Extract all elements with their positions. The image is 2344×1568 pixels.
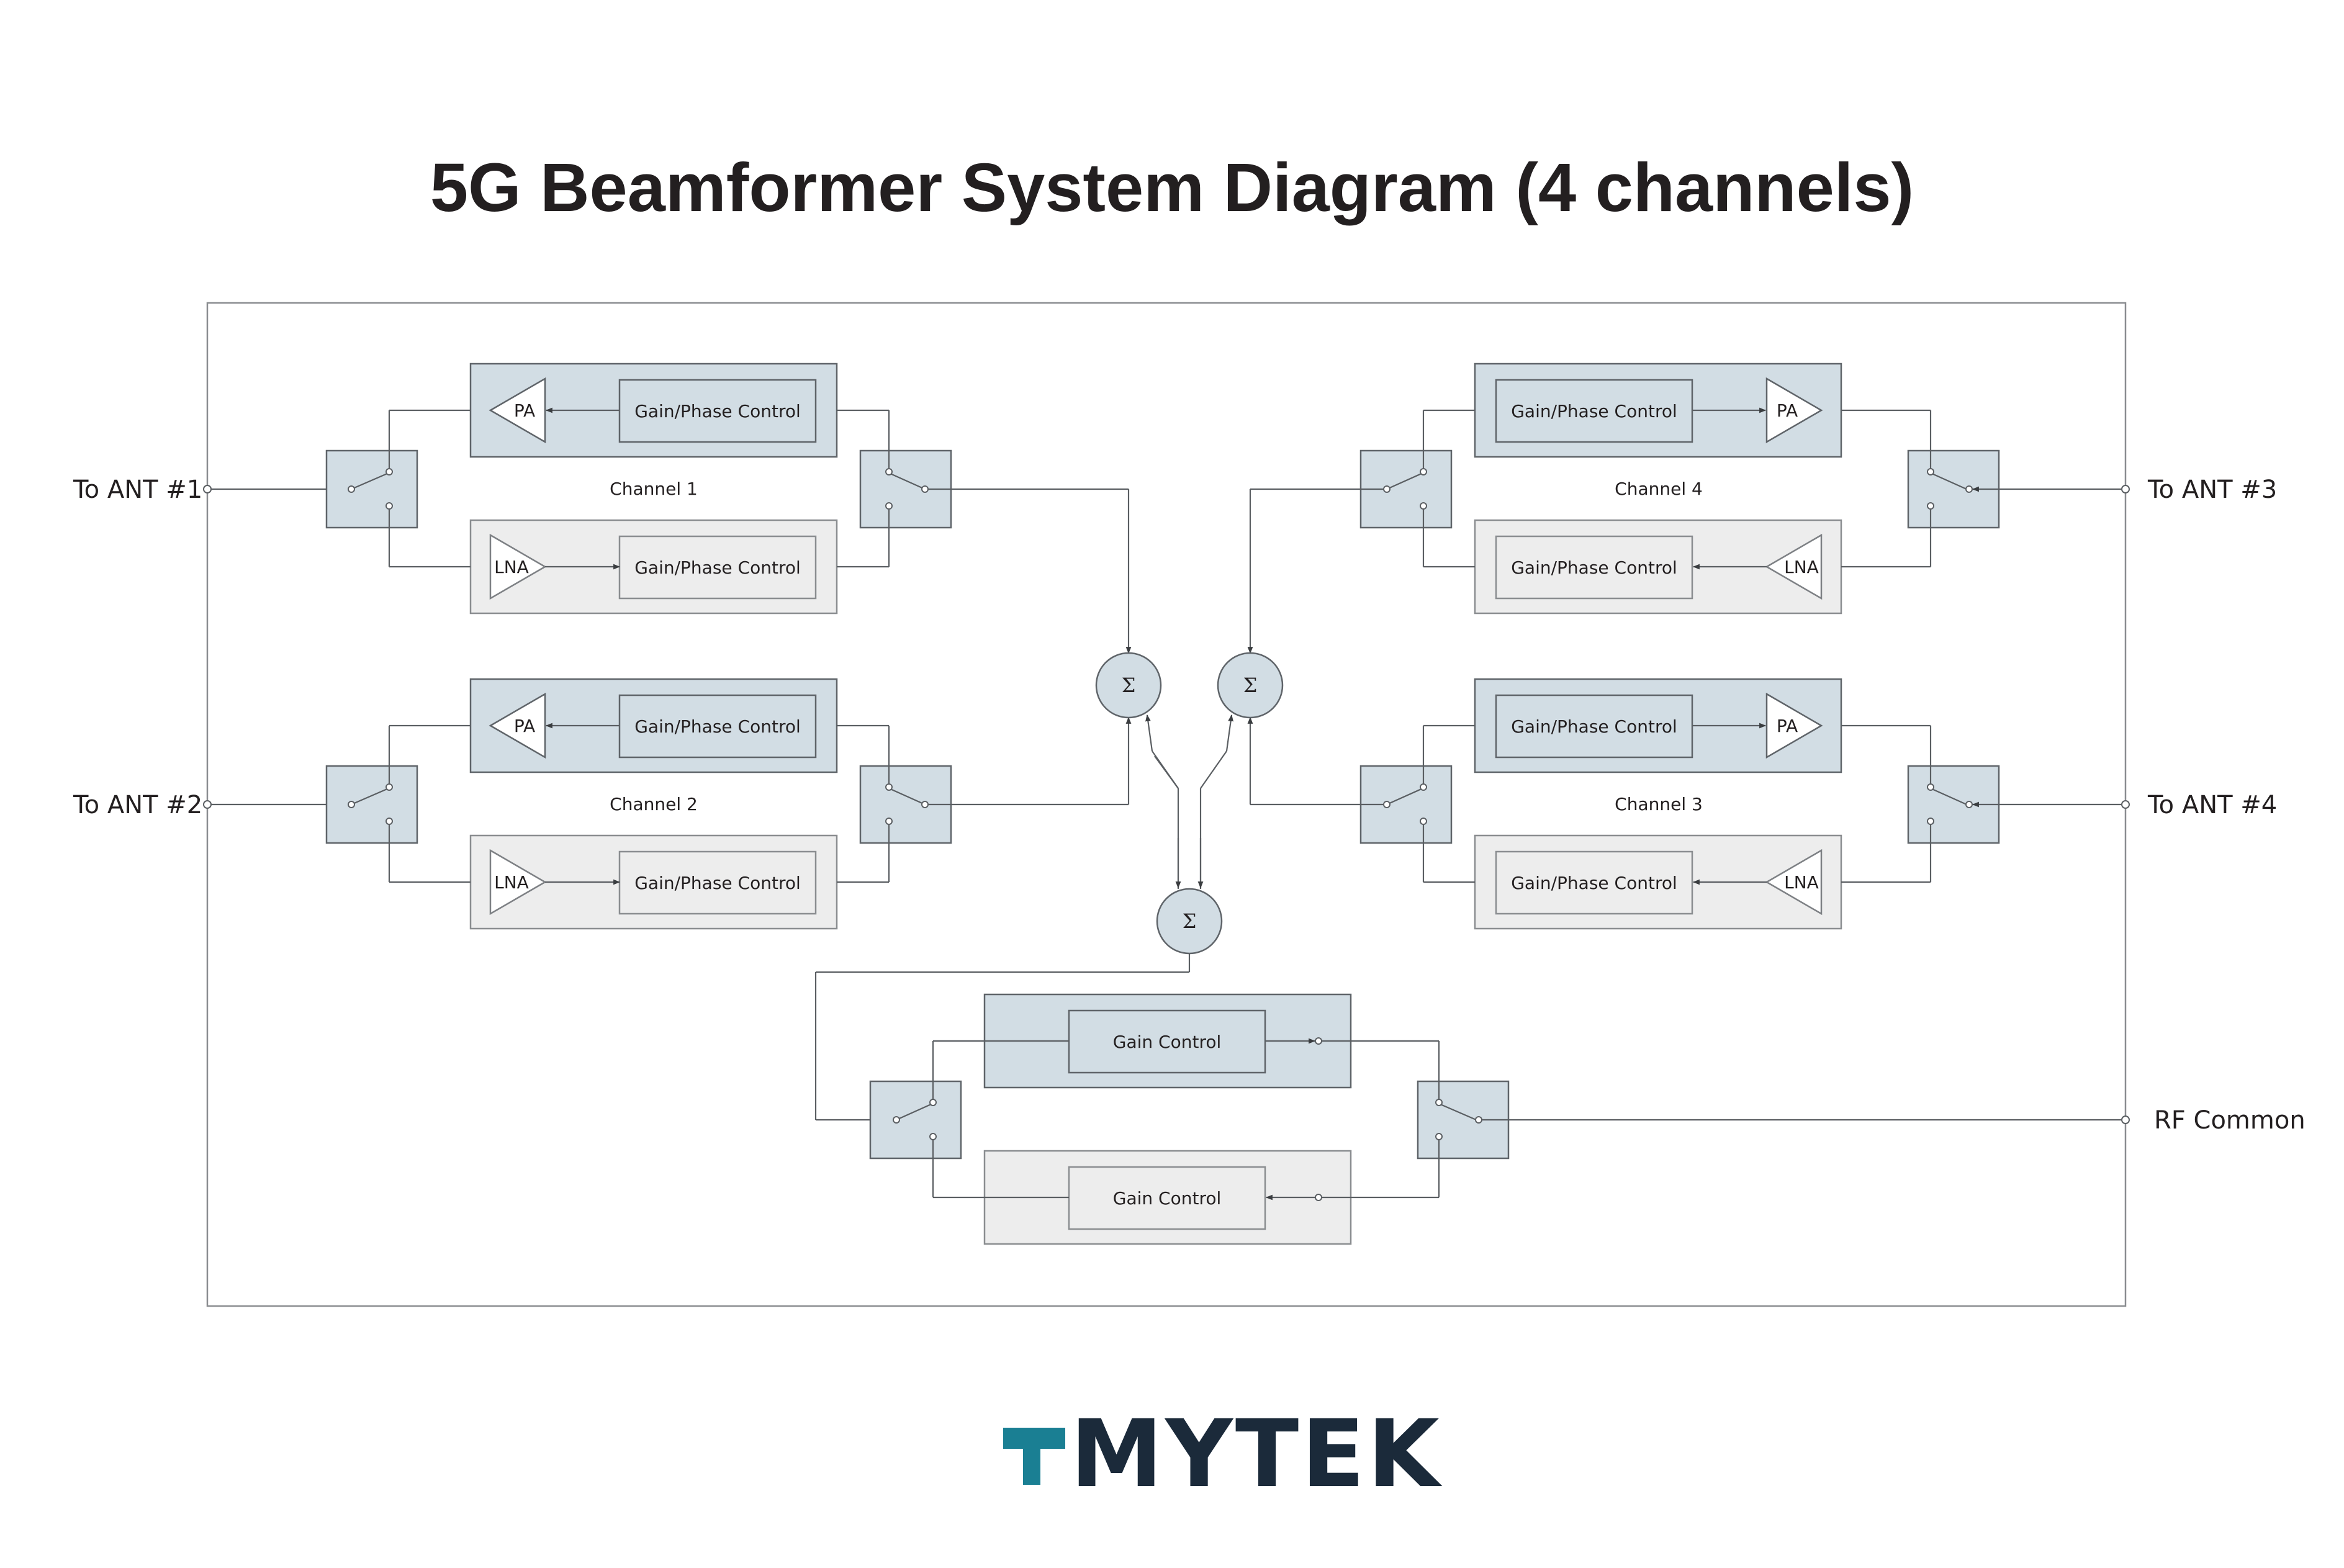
ch1-pa-label: PA <box>514 400 535 421</box>
ch2-rx-gain-phase-control <box>618 850 817 915</box>
common-left-switch <box>869 1080 962 1160</box>
port-ant4-label: To ANT #4 <box>2147 791 2277 819</box>
logo-wordmark: MYTEK <box>1070 1400 1443 1508</box>
ch3-tx-gain-phase-label: Gain/Phase Control <box>1511 716 1677 737</box>
ch3-pa-icon <box>1765 692 1823 759</box>
ch4-pa-label: PA <box>1777 400 1798 421</box>
port-ant2-label: To ANT #2 <box>73 791 202 819</box>
ch1-antenna-switch <box>325 449 418 529</box>
ch2-lna-label: LNA <box>494 872 529 893</box>
ch2-antenna-switch <box>325 765 418 844</box>
ch3-pa-label: PA <box>1777 716 1798 736</box>
ch2-pa-icon <box>489 692 546 759</box>
ch1-tx-gain-phase-label: Gain/Phase Control <box>634 401 801 421</box>
ch2-rx-gain-phase-label: Gain/Phase Control <box>634 873 801 893</box>
page-title: 5G Beamformer System Diagram (4 channels… <box>430 150 1914 226</box>
ch1-pa-icon <box>489 377 546 444</box>
ch1-lna-icon <box>489 533 547 600</box>
ch1-rx-gain-phase-control <box>618 535 817 600</box>
summer-left-label: Σ <box>1122 674 1136 697</box>
ch1-rx-gain-phase-label: Gain/Phase Control <box>634 557 801 578</box>
summer-right <box>1217 652 1284 719</box>
ch3-tx-gain-phase-control <box>1495 694 1693 759</box>
ch4-lna-label: LNA <box>1784 557 1819 577</box>
ch3-rx-gain-phase-control <box>1495 850 1693 915</box>
mytek-logo: MYTEK <box>1003 1400 1443 1508</box>
ch1-tx-gain-phase-control <box>618 379 817 443</box>
common-stage: Gain Control Gain Control RF Common <box>869 993 2306 1245</box>
summer-left <box>1095 652 1162 719</box>
ch4-rx-gain-phase-control <box>1495 535 1693 600</box>
ch1-label: Channel 1 <box>610 479 698 499</box>
ch4-lna-icon <box>1765 533 1823 600</box>
ch2-lna-icon <box>489 849 547 916</box>
common-tx-gain-label: Gain Control <box>1113 1032 1222 1052</box>
summing-network: Σ Σ Σ <box>814 652 1284 1121</box>
ch4-tx-gain-phase-control <box>1495 379 1693 443</box>
channel-3: Gain/Phase Control PA Gain/Phase Control… <box>1247 678 2277 930</box>
ch4-tx-gain-phase-label: Gain/Phase Control <box>1511 401 1677 421</box>
channel-2: Gain/Phase Control PA Gain/Phase Control… <box>73 678 1132 930</box>
ch1-lna-label: LNA <box>494 557 529 577</box>
logo-mark-icon <box>1003 1428 1065 1485</box>
common-tx-gain-control <box>1068 1009 1266 1074</box>
port-ant1-label: To ANT #1 <box>73 475 202 504</box>
ch3-rx-gain-phase-label: Gain/Phase Control <box>1511 873 1677 893</box>
ch4-pa-icon <box>1765 377 1823 444</box>
channel-1: Gain/Phase Control PA Gain/Phase Control… <box>73 363 1132 654</box>
port-ant3-label: To ANT #3 <box>2147 475 2277 504</box>
ch3-lna-label: LNA <box>1784 872 1819 893</box>
ch2-pa-label: PA <box>514 716 535 736</box>
summer-right-label: Σ <box>1243 674 1258 697</box>
ch3-label: Channel 3 <box>1615 794 1703 814</box>
summer-main-label: Σ <box>1183 909 1197 933</box>
channel-4: Gain/Phase Control PA Gain/Phase Control… <box>1247 363 2277 654</box>
ch3-lna-icon <box>1765 849 1823 916</box>
ch4-label: Channel 4 <box>1615 479 1703 499</box>
ch2-tx-gain-phase-label: Gain/Phase Control <box>634 716 801 737</box>
ch4-rx-gain-phase-label: Gain/Phase Control <box>1511 557 1677 578</box>
port-rf-common-label: RF Common <box>2154 1106 2306 1135</box>
ch2-tx-gain-phase-control <box>618 694 817 759</box>
common-rx-gain-label: Gain Control <box>1113 1188 1222 1209</box>
ch2-label: Channel 2 <box>610 794 698 814</box>
